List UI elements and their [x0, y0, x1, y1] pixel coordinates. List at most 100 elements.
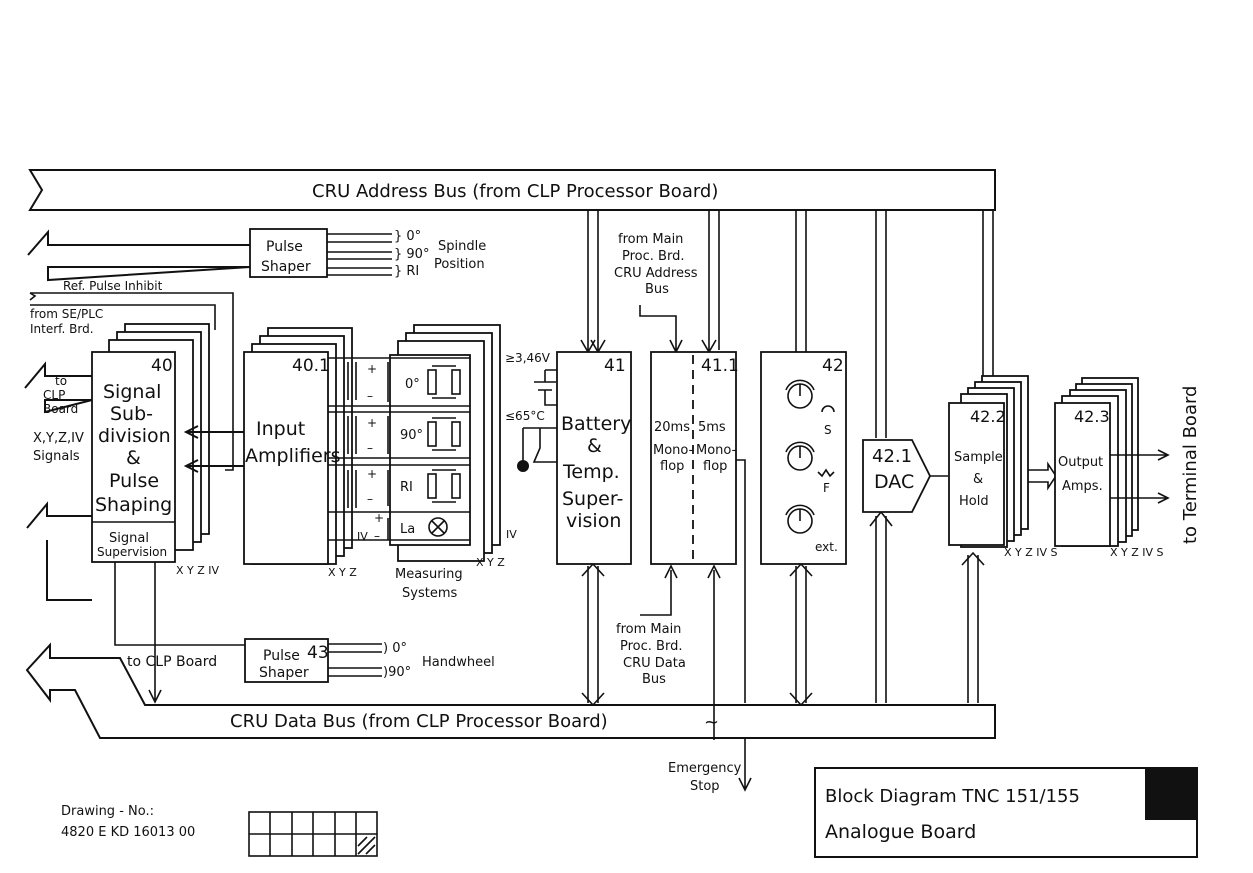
block-41-1-mono-b1: Mono-	[696, 443, 737, 458]
drawing-number: Drawing - No.: 4820 E KD 16013 00	[61, 804, 378, 857]
block-42: 42 S F ext.	[760, 351, 847, 565]
spindle-sig-0: } 0°	[394, 229, 421, 244]
resistor-ria	[427, 473, 437, 499]
meas-plus-2: +	[367, 416, 377, 430]
meas-plus-4: +	[374, 511, 384, 525]
cru-address-bus-label: CRU Address Bus (from CLP Processor Boar…	[312, 181, 718, 202]
dac-label: DAC	[874, 471, 914, 493]
spindle-sig-90: } 90°	[394, 247, 429, 262]
cru-data-bus: CRU Data Bus (from CLP Processor Board) …	[25, 642, 996, 739]
block-40-supervision-1: Signal	[109, 531, 149, 546]
handwheel-sig-90: )90°	[383, 665, 411, 680]
battery-voltage-label: ≥3,46V	[505, 351, 551, 365]
block-40-1-axes: X Y Z	[328, 566, 357, 579]
spindle-sig-ri: } RI	[394, 264, 419, 279]
block-41-label-1: Battery	[561, 413, 631, 435]
block-40-label-6: Shaping	[95, 494, 172, 516]
from-se-plc-label-1: from SE/PLC	[30, 307, 103, 321]
meas-minus-1: –	[367, 389, 373, 403]
block-42-3-label-2: Amps.	[1062, 479, 1103, 494]
to-clp-left-2: CLP	[43, 388, 65, 402]
data-bus-links	[581, 480, 985, 740]
resistor-90b	[451, 421, 461, 447]
title-block-fill	[1145, 768, 1197, 820]
from-main-data: from Main Proc. Brd. CRU Data Bus	[616, 622, 686, 687]
emergency-label-1: Emergency	[668, 761, 742, 776]
drawing-no-label: Drawing - No.:	[61, 804, 154, 819]
handwheel-sig-0: ) 0°	[383, 641, 407, 656]
block-41-label-3: Temp.	[562, 461, 620, 483]
from-main-addr-2: Proc. Brd.	[622, 249, 684, 264]
measuring-label-2: Systems	[402, 586, 457, 601]
headphone-icon	[821, 405, 835, 413]
block-43-label-1: Pulse	[263, 648, 300, 664]
block-40: 40 Signal Sub- division & Pulse Shaping …	[91, 323, 245, 704]
emergency-label-2: Stop	[690, 779, 720, 794]
block-41-1-time-1: 20ms	[654, 420, 690, 435]
battery-sensors: ≥3,46V ≤65°C	[505, 351, 557, 472]
block-41-1-number: 41.1	[701, 356, 739, 376]
block-40-label-3: division	[98, 425, 171, 447]
block-41-number: 41	[604, 356, 626, 376]
meas-channel-90: 90°	[400, 428, 423, 443]
from-main-data-3: CRU Data	[623, 656, 686, 671]
battery-temp-label: ≤65°C	[505, 409, 545, 423]
block-42-ext-label: ext.	[815, 540, 838, 554]
block-41-1-mono-a2: flop	[660, 459, 684, 474]
block-42-2-number: 42.2	[970, 407, 1006, 426]
spindle-section: Pulse Shaper } 0° } 90° } RI Spindle Pos…	[27, 228, 486, 282]
to-clp-left-3: Board	[43, 402, 78, 416]
block-42-3-number: 42.3	[1074, 407, 1110, 426]
block-42-3: 42.3 Output Amps. X Y Z IV S	[1054, 377, 1170, 559]
block-42-1-dac: 42.1 DAC	[862, 439, 948, 513]
from-main-addr-3: CRU Address	[614, 266, 698, 281]
block-42-f-label: F	[823, 481, 830, 495]
block-41-1-mono-b2: flop	[703, 459, 727, 474]
spindle-label-2: Position	[434, 257, 485, 272]
block-40-label-4: &	[126, 447, 141, 469]
meas-axes: X Y Z	[476, 556, 505, 569]
title-block-line-2: Analogue Board	[825, 821, 976, 843]
title-block-line-1: Block Diagram TNC 151/155	[825, 786, 1080, 807]
measuring-systems: + – + – + – + – IV 0° 90° RI La Measurin…	[328, 324, 517, 601]
meas-minus-4: –	[374, 529, 380, 543]
meas-plus-1: +	[367, 362, 377, 376]
block-41-1-mono-a1: Mono-	[653, 443, 694, 458]
block-40-1-label-1: Input	[256, 418, 305, 440]
from-main-addr-4: Bus	[645, 282, 669, 297]
block-41: 41 Battery & Temp. Super- vision	[556, 351, 632, 565]
block-43: Pulse Shaper 43 ) 0° )90° Handwheel	[244, 638, 495, 683]
emergency-stop: Emergency Stop	[668, 738, 752, 794]
block-40-1-number: 40.1	[292, 356, 330, 376]
block-42-2-label-2: &	[973, 472, 983, 487]
to-clp-left-1: to	[55, 374, 67, 388]
block-42-3-label-1: Output	[1058, 455, 1103, 470]
block-43-number: 43	[307, 643, 329, 663]
block-41-1: 41.1 20ms 5ms Mono- flop Mono- flop	[650, 351, 746, 565]
resistor-0a	[427, 369, 437, 395]
lamp-icon	[428, 517, 448, 537]
block-40-label-1: Signal	[103, 381, 161, 403]
block-42-2-label-1: Sample	[954, 450, 1003, 465]
cru-address-bus: CRU Address Bus (from CLP Processor Boar…	[28, 169, 996, 211]
from-main-data-2: Proc. Brd.	[620, 639, 682, 654]
block-40-number: 40	[151, 356, 173, 376]
dac-number: 42.1	[872, 446, 912, 467]
block-40-1-label-2: Amplifiers	[245, 445, 341, 467]
spindle-label-1: Spindle	[438, 239, 486, 254]
thermometer-icon	[517, 460, 529, 472]
meas-minus-2: –	[367, 441, 373, 455]
spindle-shaper-label-2: Shaper	[261, 259, 311, 275]
to-clp-bottom-label: to CLP Board	[127, 654, 217, 670]
cru-data-bus-label: CRU Data Bus (from CLP Processor Board)	[230, 711, 608, 732]
xyz-signals-1: X,Y,Z,IV	[33, 431, 84, 446]
drawing-no-value: 4820 E KD 16013 00	[61, 825, 195, 840]
ref-pulse-inhibit-label: Ref. Pulse Inhibit	[63, 279, 163, 293]
spindle-pulse-shaper	[249, 228, 328, 278]
tilde-symbol: ~	[704, 712, 719, 733]
to-terminal-board-label: to Terminal Board	[1180, 386, 1201, 544]
handwheel-label: Handwheel	[422, 655, 495, 670]
ref-pulse-inhibit: Ref. Pulse Inhibit from SE/PLC Interf. B…	[29, 279, 234, 471]
xyz-signals-2: Signals	[33, 449, 80, 464]
block-41-label-5: vision	[566, 510, 621, 532]
